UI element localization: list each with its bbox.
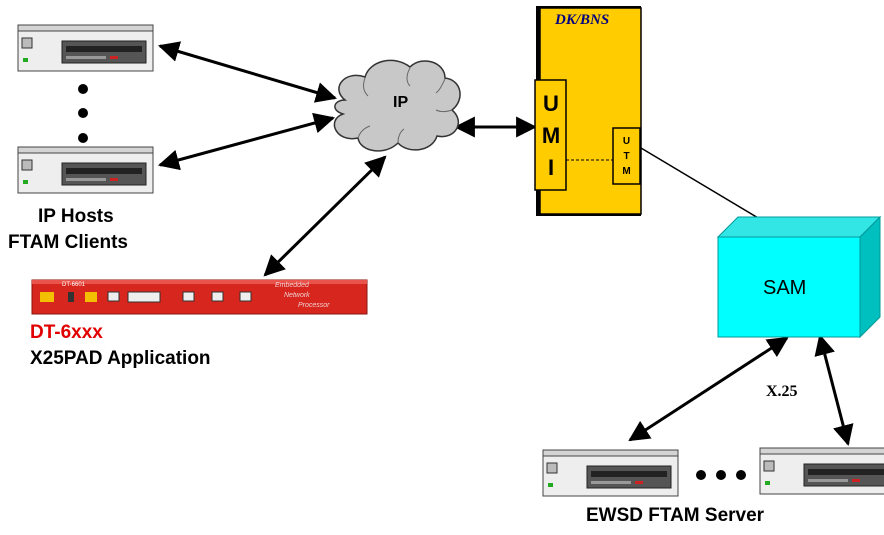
link-device-cloud	[263, 155, 387, 277]
ip-hosts-label: IP Hosts	[38, 206, 114, 227]
umi-letters: U M I	[537, 88, 565, 184]
ip-host-top	[17, 24, 154, 72]
utm-letter-u: U	[622, 136, 631, 147]
ftam-clients-label: FTAM Clients	[8, 232, 128, 253]
umi-letter-u: U	[543, 91, 559, 116]
ewsd-server-right	[759, 447, 884, 495]
ellipsis-dots-horizontal	[696, 470, 746, 480]
device-panel-model: DT-6601	[62, 282, 86, 288]
sam-box	[716, 215, 882, 339]
ip-cloud-label: IP	[393, 94, 409, 111]
device-panel-text-1: Embedded	[275, 282, 309, 289]
x25-label: X.25	[766, 383, 798, 400]
ewsd-server-left	[542, 449, 679, 497]
link-sam-server2	[814, 333, 854, 447]
device-application-label: X25PAD Application	[30, 348, 211, 369]
ellipsis-dots-vertical	[78, 84, 88, 143]
switch-title: DK/BNS	[555, 12, 610, 28]
device-panel-text-3: Processor	[298, 302, 330, 309]
utm-letter-m: M	[622, 166, 631, 177]
utm-letters: U T M	[614, 134, 639, 179]
device-model-label: DT-6xxx	[30, 322, 103, 343]
connectors	[157, 41, 854, 447]
utm-letter-t: T	[623, 151, 630, 162]
dt-6xxx-device	[31, 279, 368, 315]
link-host1-cloud	[157, 41, 338, 103]
link-sam-server1	[628, 336, 789, 442]
link-switch-sam	[640, 147, 771, 226]
ewsd-server-label: EWSD FTAM Server	[586, 505, 765, 526]
ip-cloud	[333, 59, 461, 152]
umi-letter-m: M	[541, 123, 561, 148]
ip-host-bottom	[17, 146, 154, 194]
sam-label: SAM	[763, 277, 807, 299]
link-host2-cloud	[157, 112, 336, 171]
dk-bns-switch	[534, 6, 642, 216]
device-panel-text-2: Network	[284, 292, 310, 299]
umi-letter-i: I	[547, 155, 555, 180]
